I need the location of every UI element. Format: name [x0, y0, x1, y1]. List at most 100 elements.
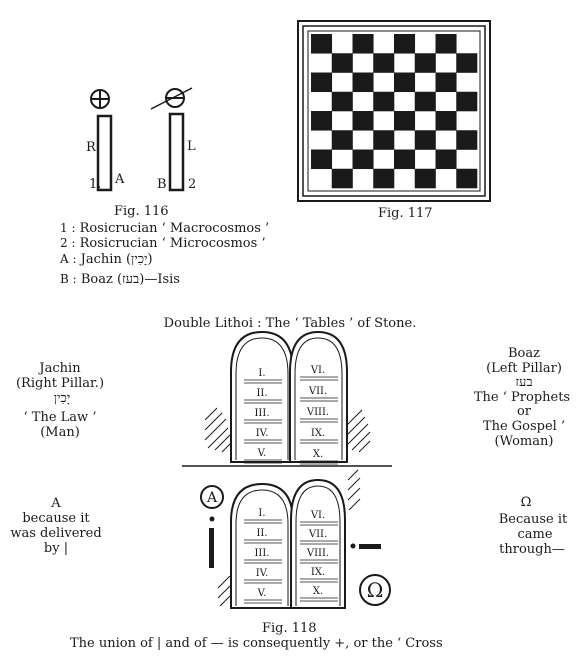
board-square [373, 168, 395, 189]
lower-left-numeral: I. [258, 508, 265, 519]
lower-right-numeral: X. [313, 586, 323, 597]
lower-right-numeral: VII. [308, 529, 327, 540]
lower-left-numeral: V. [257, 588, 267, 599]
board-square [394, 72, 416, 93]
board-square [373, 91, 395, 112]
pillar-2 [168, 112, 185, 192]
legend-row-1: 1 : Rosicrucian ‘ Macrocosmos ’ [60, 221, 269, 236]
board-square [331, 91, 353, 112]
board-square [352, 149, 374, 170]
board-square [435, 72, 457, 93]
woman-label: (Woman) [494, 434, 554, 449]
dash-dot [350, 543, 356, 549]
upper-hatching-right [346, 409, 371, 453]
board-square [352, 72, 374, 93]
lower-right-numeral: IX. [311, 567, 325, 578]
bottom-line: The union of | and of — is consequently … [70, 636, 443, 651]
board-square [311, 149, 333, 170]
right-pillar-label: (Right Pillar.) [15, 376, 105, 391]
legend-key-2: 2 : [60, 236, 76, 250]
upper-left-numeral: IV. [256, 428, 269, 439]
through-label: through— [499, 542, 565, 557]
boaz-label: Boaz [508, 346, 540, 361]
alpha-symbol: A [206, 490, 218, 506]
pillar-2-side-letter: L [187, 139, 196, 154]
board-square [456, 130, 478, 150]
upper-right-numeral: IX. [311, 428, 325, 439]
lower-right-numeral: VIII. [306, 548, 329, 559]
board-square [394, 149, 416, 170]
omega-letter: Ω [520, 495, 532, 510]
upper-right-numeral: X. [313, 449, 323, 460]
upper-left-numeral: II. [256, 388, 267, 399]
board-square [331, 130, 353, 150]
pillar-2-letter: B [157, 177, 167, 192]
pillar-1-letter: A [114, 172, 125, 187]
upper-right-numeral: VII. [308, 386, 327, 397]
upper-tablet-right [289, 330, 348, 463]
fig118-caption: Fig. 118 [262, 621, 317, 636]
lower-left-numeral: IV. [256, 568, 269, 579]
omega-circle-icon [359, 574, 391, 606]
alpha-letter: A [51, 496, 61, 511]
legend-row-3: A : Jachin (יָכִין) [60, 252, 153, 267]
board-square [311, 72, 333, 93]
the-law-label: ‘ The Law ’ [23, 410, 97, 425]
lower-left-numeral: II. [256, 528, 267, 539]
upper-left-numeral: I. [258, 368, 265, 379]
prophets-label: The ‘ Prophets [473, 390, 571, 405]
horizontal-bar [359, 544, 381, 549]
upper-right-numeral: VIII. [306, 407, 329, 418]
left-pillar-label: (Left Pillar) [486, 361, 562, 376]
board-square [311, 34, 333, 54]
was-delivered-label: was delivered [10, 526, 102, 541]
because-it-label: because it [22, 511, 90, 526]
board-square [435, 149, 457, 170]
fig117-chessboard [297, 20, 491, 202]
board-square [414, 130, 436, 150]
jachin-label: Jachin [39, 361, 81, 376]
legend-key-4: B : [60, 272, 77, 286]
vertical-bar [209, 528, 214, 568]
lower-right-numeral: VI. [310, 510, 325, 521]
legend-text-3: Jachin (יָכִין) [80, 252, 153, 267]
upper-right-numeral: VI. [310, 365, 325, 376]
board-square [414, 168, 436, 189]
or-label: or [516, 404, 532, 419]
upper-hatching-left [204, 407, 232, 453]
by-label: by | [43, 541, 69, 556]
board-square [331, 53, 353, 73]
board-square [414, 53, 436, 73]
lower-hatching-left [217, 575, 232, 607]
pillar-1-side-letter: R [86, 140, 97, 155]
omega-symbol: Ω [367, 578, 384, 602]
because-it-label-right: Because it [498, 512, 568, 527]
legend-text-1: Rosicrucian ‘ Macrocosmos ’ [79, 221, 270, 236]
legend-key-1: 1 : [60, 221, 76, 235]
upper-left-numeral: III. [254, 408, 269, 419]
board-square [373, 53, 395, 73]
man-label: (Man) [40, 425, 80, 440]
legend-text-2: Rosicrucian ‘ Microcosmos ’ [79, 236, 266, 251]
legend-row-4: B : Boaz (בעז)—Isis [60, 272, 180, 287]
fig117-caption: Fig. 117 [378, 206, 433, 221]
board-square [352, 111, 374, 131]
fig116-caption: Fig. 116 [114, 204, 169, 219]
tables-heading: Double Lithoi : The ‘ Tables ’ of Stone. [163, 316, 417, 331]
board-square [435, 34, 457, 54]
boaz-hebrew: בעז [515, 375, 533, 390]
came-label: came [517, 527, 553, 542]
pillar-1 [96, 114, 113, 192]
board-square [352, 34, 374, 54]
board-square [373, 130, 395, 150]
gospel-label: The Gospel ’ [482, 419, 566, 434]
upper-left-numeral: V. [257, 448, 267, 459]
board-square [456, 168, 478, 189]
board-square [394, 111, 416, 131]
legend-key-3: A : [60, 252, 77, 266]
legend-row-2: 2 : Rosicrucian ‘ Microcosmos ’ [60, 236, 266, 251]
board-square [394, 34, 416, 54]
jachin-hebrew: יָכִין [53, 391, 71, 406]
